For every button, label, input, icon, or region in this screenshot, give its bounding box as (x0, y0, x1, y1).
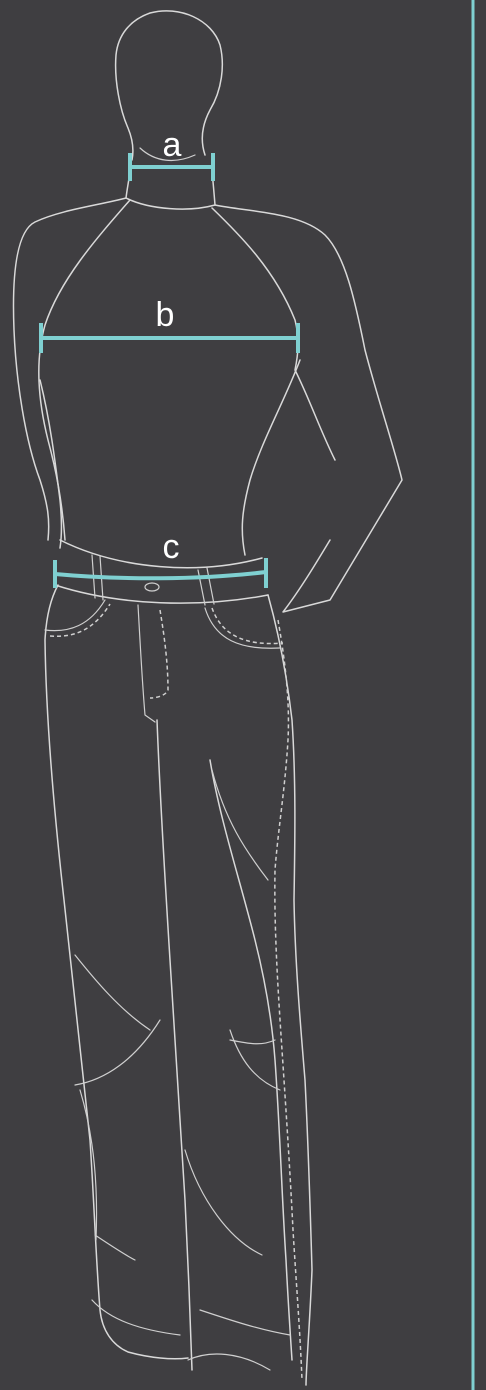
measure-a-label: a (163, 126, 182, 164)
wrinkle-8 (185, 1150, 262, 1255)
waistband-top (60, 540, 262, 568)
wrinkle-6 (212, 770, 268, 880)
left-shoulder-arm (13, 198, 126, 540)
fly-outline (138, 605, 155, 722)
left-inner-arm (39, 200, 130, 540)
fly-stitch (150, 610, 168, 698)
waistband-bottom (55, 585, 268, 603)
right-leg-outer (268, 595, 312, 1385)
measure-b-label: b (156, 296, 175, 334)
measure-c-label: c (163, 528, 180, 566)
wrinkle-11 (230, 1040, 275, 1044)
wrinkle-2 (75, 1020, 160, 1085)
right-forearm-inner (242, 360, 300, 555)
wrinkle-9 (200, 1310, 290, 1335)
belt-loop-right (198, 568, 214, 605)
figure-line-art (13, 11, 402, 1385)
wrinkle-1 (75, 955, 150, 1030)
button (145, 583, 159, 591)
measure-b-group: b (41, 296, 298, 353)
measure-c-group: c (55, 528, 266, 588)
collar-outline (126, 170, 215, 209)
left-leg-inner (157, 720, 192, 1370)
left-pocket-stitch (50, 604, 110, 636)
measure-a-group: a (130, 126, 213, 181)
wrinkle-10 (188, 1354, 270, 1370)
right-leg-inner (210, 760, 292, 1360)
measure-c-line (55, 572, 266, 578)
right-shoulder-arm (215, 205, 402, 612)
left-pocket (45, 600, 105, 631)
wrinkle-4 (95, 1235, 135, 1260)
right-pocket (205, 608, 280, 648)
left-leg-outer (45, 585, 188, 1359)
right-outseam-stitch (275, 620, 302, 1380)
left-torso-side (40, 380, 62, 548)
